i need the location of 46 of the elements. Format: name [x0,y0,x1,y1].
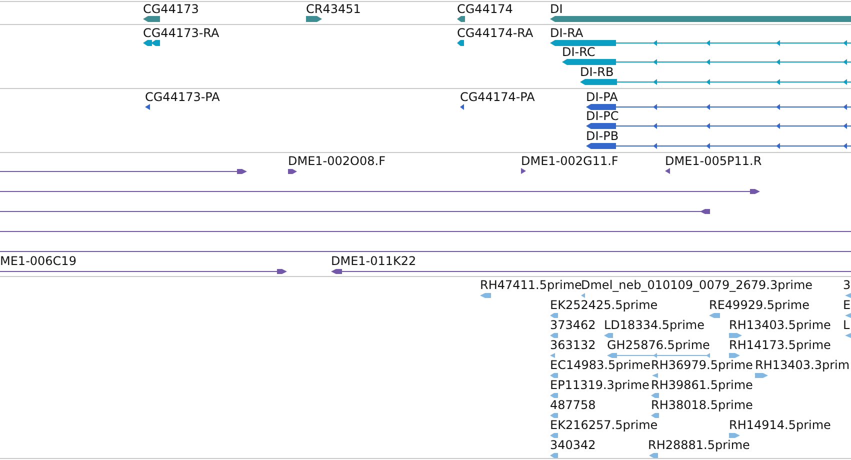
est-label: 3 [843,278,851,292]
gene-label: CG44174 [457,2,513,16]
est-label: E [843,298,851,312]
clone-label: DME1-005P11.R [665,154,762,168]
est-label: L [843,318,850,332]
clone-glyph [0,168,247,174]
est-label: RH47411.5prime [480,278,582,292]
est-label: RH14173.5prime [729,338,831,352]
est-label: RH13403.5prime [729,318,831,332]
est-label: 363132 [550,338,596,352]
est-label: 487758 [550,398,596,412]
clone-label: DME1-002O08.F [288,154,386,168]
est-label: EK216257.5prime [550,418,658,432]
est-label: 373462 [550,318,596,332]
transcript-label: DI-RB [580,65,614,79]
est-label: Dmel_neb_010109_0079_2679.3prime [581,278,813,292]
clone-label: DME1-011K22 [331,254,416,268]
est-label: RH39861.5prime [651,378,753,392]
gene-label: CG44173 [143,2,199,16]
clone-label: ME1-006C19 [0,254,76,268]
est-label: GH25876.5prime [607,338,710,352]
est-label: RH38018.5prime [651,398,753,412]
transcript-label: CG44174-RA [457,26,534,40]
protein-label: DI-PB [586,129,619,143]
est-label: RH28881.5prime [648,438,750,452]
est-label: RH36979.5prime [651,358,753,372]
clone-glyph [0,188,760,194]
protein-label: CG44173-PA [145,90,220,104]
protein-label: CG44174-PA [460,90,535,104]
est-label: LD18334.5prime [604,318,705,332]
est-label: EP11319.3prime [550,378,650,392]
clone-glyph [0,208,710,214]
est-label: RE49929.5prime [709,298,810,312]
est-label: RH13403.3prim [755,358,850,372]
est-label: EK252425.5prime [550,298,658,312]
gene-label: DI [550,2,563,16]
transcript-label: DI-RC [562,45,596,59]
est-label: EC14983.5prime [550,358,651,372]
transcript-label: DI-RA [550,26,584,40]
clone-label: DME1-002G11.F [521,154,618,168]
protein-label: DI-PC [586,109,619,123]
gene-label: CR43451 [306,2,361,16]
est-label: 340342 [550,438,596,452]
protein-label: DI-PA [586,90,618,104]
est-label: RH14914.5prime [729,418,831,432]
transcript-label: CG44173-RA [143,26,220,40]
